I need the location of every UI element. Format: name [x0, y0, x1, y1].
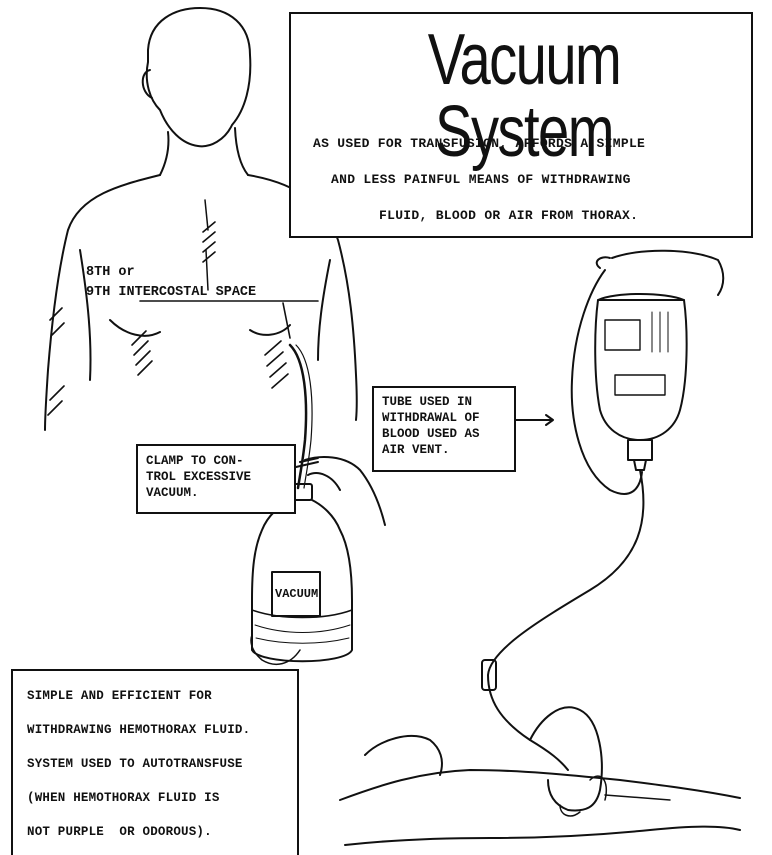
info-line-2: WITHDRAWING HEMOTHORAX FLUID.	[27, 723, 250, 737]
patient-head	[147, 8, 251, 146]
info-line-3: SYSTEM USED TO AUTOTRANSFUSE	[27, 757, 243, 771]
title-description-line-3: FLUID, BLOOD OR AIR FROM THORAX.	[379, 208, 638, 223]
title-description-line-1: AS USED FOR TRANSFUSION, AFFORDS A SIMPL…	[313, 136, 645, 151]
transfusion-bottle	[595, 251, 723, 470]
title-description-line-2: AND LESS PAINFUL MEANS OF WITHDRAWING	[331, 172, 631, 187]
vacuum-label: VACUUM	[275, 586, 318, 602]
tube-callout-box: TUBE USED IN WITHDRAWAL OF BLOOD USED AS…	[372, 386, 516, 472]
clamp-callout-box: CLAMP TO CON- TROL EXCESSIVE VACUUM.	[136, 444, 296, 514]
rib-label-line-2: 9TH INTERCOSTAL SPACE	[86, 285, 256, 301]
hatching	[48, 222, 288, 415]
clamp-callout-line-2: TROL EXCESSIVE	[146, 469, 286, 485]
patient-shoulder-blade-left	[110, 320, 160, 336]
info-line-4: (WHEN HEMOTHORAX FLUID IS	[27, 791, 220, 805]
patient-arm-lower	[340, 770, 740, 800]
info-line-1: SIMPLE AND EFFICIENT FOR	[27, 689, 212, 703]
needle	[605, 795, 670, 800]
hand-holding-needle	[530, 707, 602, 810]
tube-arrow	[516, 415, 553, 425]
tube-callout-line-3: BLOOD USED AS	[382, 426, 506, 442]
clamp-callout-line-3: VACUUM.	[146, 485, 286, 501]
info-box: SIMPLE AND EFFICIENT FOR WITHDRAWING HEM…	[11, 669, 299, 855]
tube-callout-line-1: TUBE USED IN	[382, 394, 506, 410]
rib-pointer-line	[140, 301, 318, 338]
rib-label-line-1: 8TH or	[86, 265, 135, 281]
title-box: Vacuum System AS USED FOR TRANSFUSION, A…	[289, 12, 753, 238]
transfusion-tube	[488, 470, 643, 770]
patient-arm-right	[318, 260, 330, 360]
clamp-callout-line-1: CLAMP TO CON-	[146, 453, 286, 469]
tube-callout-line-2: WITHDRAWAL OF	[382, 410, 506, 426]
info-line-5: NOT PURPLE OR ODOROUS).	[27, 825, 212, 839]
patient-spine	[205, 200, 208, 290]
patient-shoulder-blade-right	[250, 325, 290, 335]
patient-neck	[160, 128, 248, 175]
tube-callout-line-4: AIR VENT.	[382, 442, 506, 458]
